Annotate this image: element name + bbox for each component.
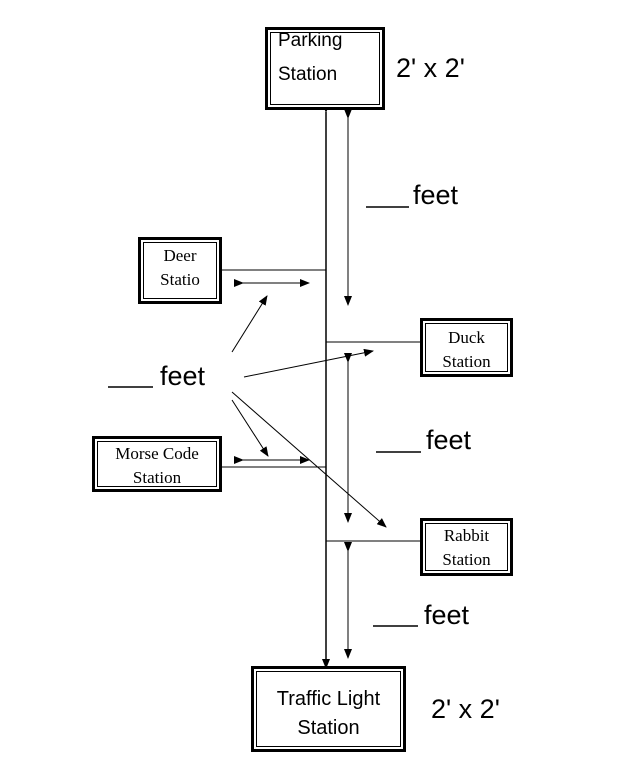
- deer-station-label-line1: Deer: [163, 246, 197, 265]
- traffic-light-station-label-line2: Station: [297, 717, 360, 739]
- duck-station-label-line1: Duck: [448, 328, 485, 347]
- traffic-light-station-size: 2' x 2': [431, 694, 500, 724]
- middle-distance-label: feet: [426, 425, 472, 455]
- pointer-arrow-morse: [231, 399, 269, 457]
- left-distance-label: feet: [160, 361, 206, 391]
- parking-station-label-line2: Station: [278, 64, 338, 85]
- morse-code-station-box: Morse Code Station: [92, 436, 222, 492]
- rabbit-station-label-line2: Station: [442, 550, 491, 569]
- deer-station-label-line2: Statio: [160, 270, 200, 289]
- parking-station-label-line1: Parking: [278, 30, 343, 51]
- deer-station-box: Deer Statio: [138, 237, 222, 304]
- morse-code-station-label-line2: Station: [132, 468, 182, 487]
- traffic-light-station-box: Traffic Light Station: [251, 666, 406, 752]
- pointer-arrow-rabbit: [231, 391, 387, 528]
- morse-code-station-label-line1: Morse Code: [115, 444, 199, 463]
- pointer-arrow-duck: [243, 348, 374, 378]
- duck-station-box: Duck Station: [420, 318, 513, 377]
- top-distance-label: feet: [413, 180, 459, 210]
- rabbit-station-box: Rabbit Station: [420, 518, 513, 576]
- bottom-distance-label: feet: [424, 600, 470, 630]
- pointer-arrow-deer: [231, 295, 268, 353]
- parking-station-size: 2' x 2': [396, 53, 465, 83]
- traffic-light-station-label-line1: Traffic Light: [276, 688, 381, 710]
- duck-station-label-line2: Station: [442, 352, 491, 371]
- rabbit-station-label-line1: Rabbit: [443, 526, 490, 545]
- parking-station-box: Parking Station: [265, 27, 385, 110]
